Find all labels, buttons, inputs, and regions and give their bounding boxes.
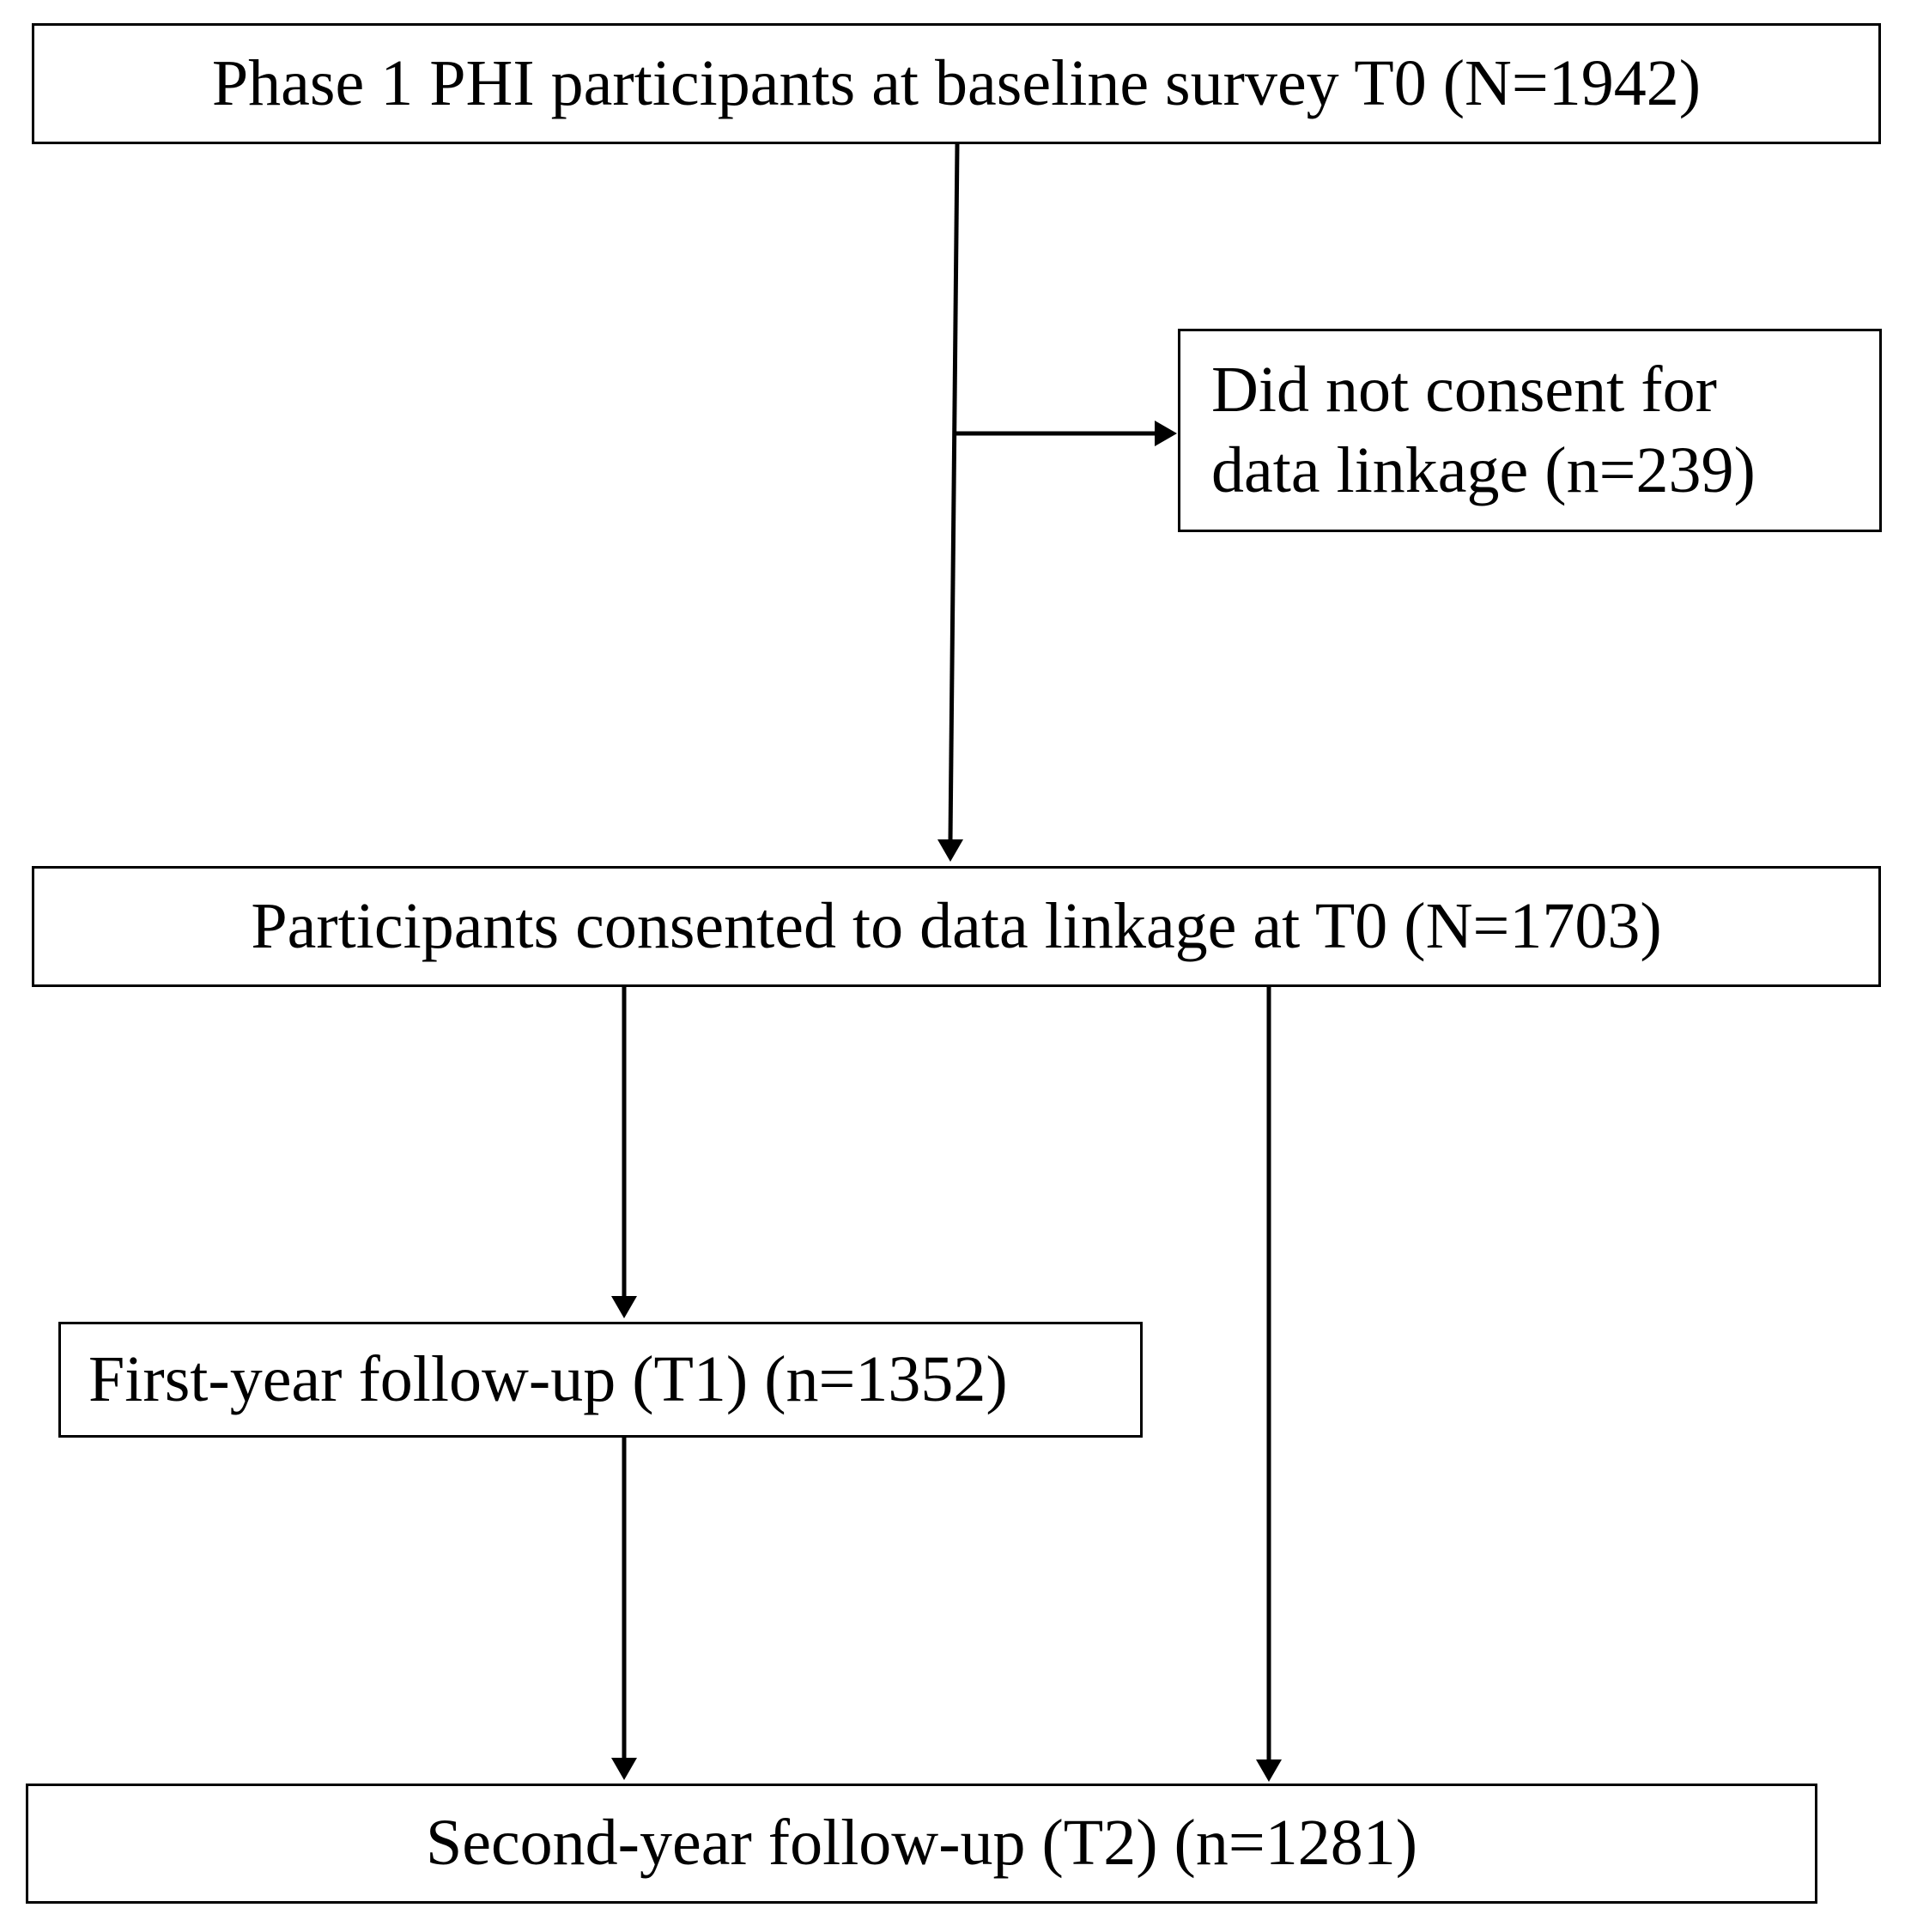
second-year-box: Second-year follow-up (T2) (n=1281) bbox=[26, 1784, 1817, 1904]
consented-box: Participants consented to data linkage a… bbox=[32, 866, 1881, 987]
excluded-box: Did not consent for data linkage (n=239) bbox=[1178, 329, 1882, 532]
connector-baseline-to-consented bbox=[948, 143, 960, 842]
first-year-box: First-year follow-up (T1) (n=1352) bbox=[58, 1322, 1143, 1438]
arrowhead-t1 bbox=[611, 1296, 637, 1318]
first-year-label: First-year follow-up (T1) (n=1352) bbox=[88, 1342, 1008, 1415]
second-year-label: Second-year follow-up (T2) (n=1281) bbox=[425, 1807, 1418, 1880]
excluded-label-line1: Did not consent for bbox=[1211, 354, 1717, 427]
baseline-box: Phase 1 PHI participants at baseline sur… bbox=[32, 23, 1881, 144]
excluded-label-line2: data linkage (n=239) bbox=[1211, 433, 1756, 506]
arrowhead-t2-left bbox=[611, 1758, 637, 1780]
arrowhead-t2-right bbox=[1256, 1759, 1282, 1782]
arrowhead-consented bbox=[937, 839, 963, 862]
arrowhead-excluded bbox=[1155, 421, 1177, 446]
consented-label: Participants consented to data linkage a… bbox=[251, 889, 1662, 962]
baseline-label: Phase 1 PHI participants at baseline sur… bbox=[211, 46, 1702, 119]
